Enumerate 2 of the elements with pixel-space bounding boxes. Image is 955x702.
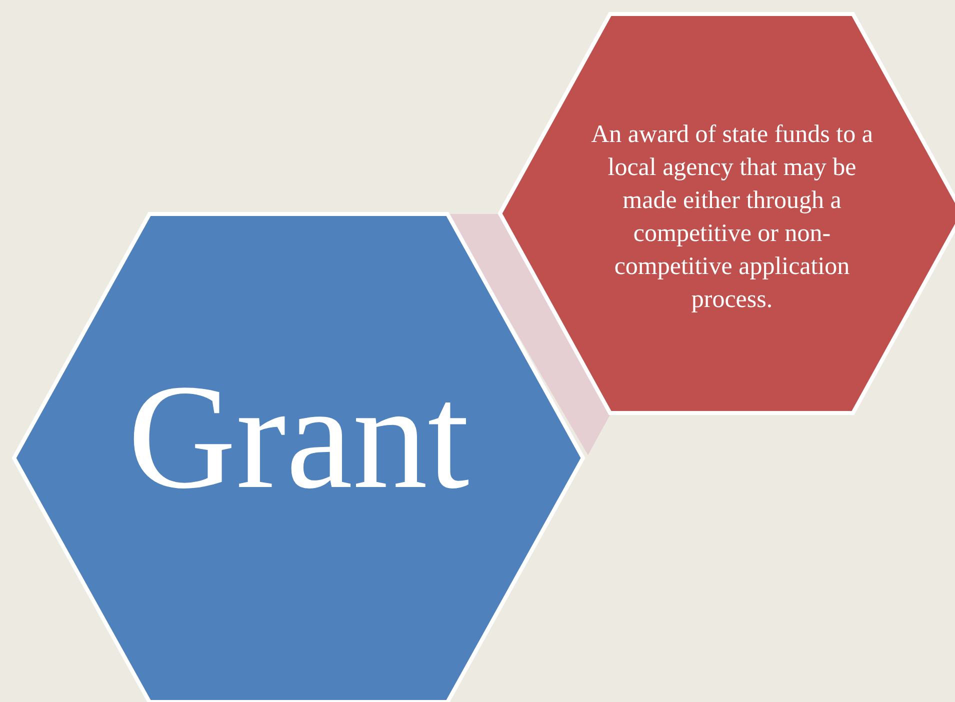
hexagon-description: An award of state funds to a local agency that may be made either through a competitive or non-competitive application process. [590,120,874,315]
hexagon-title: Grant [126,362,470,512]
